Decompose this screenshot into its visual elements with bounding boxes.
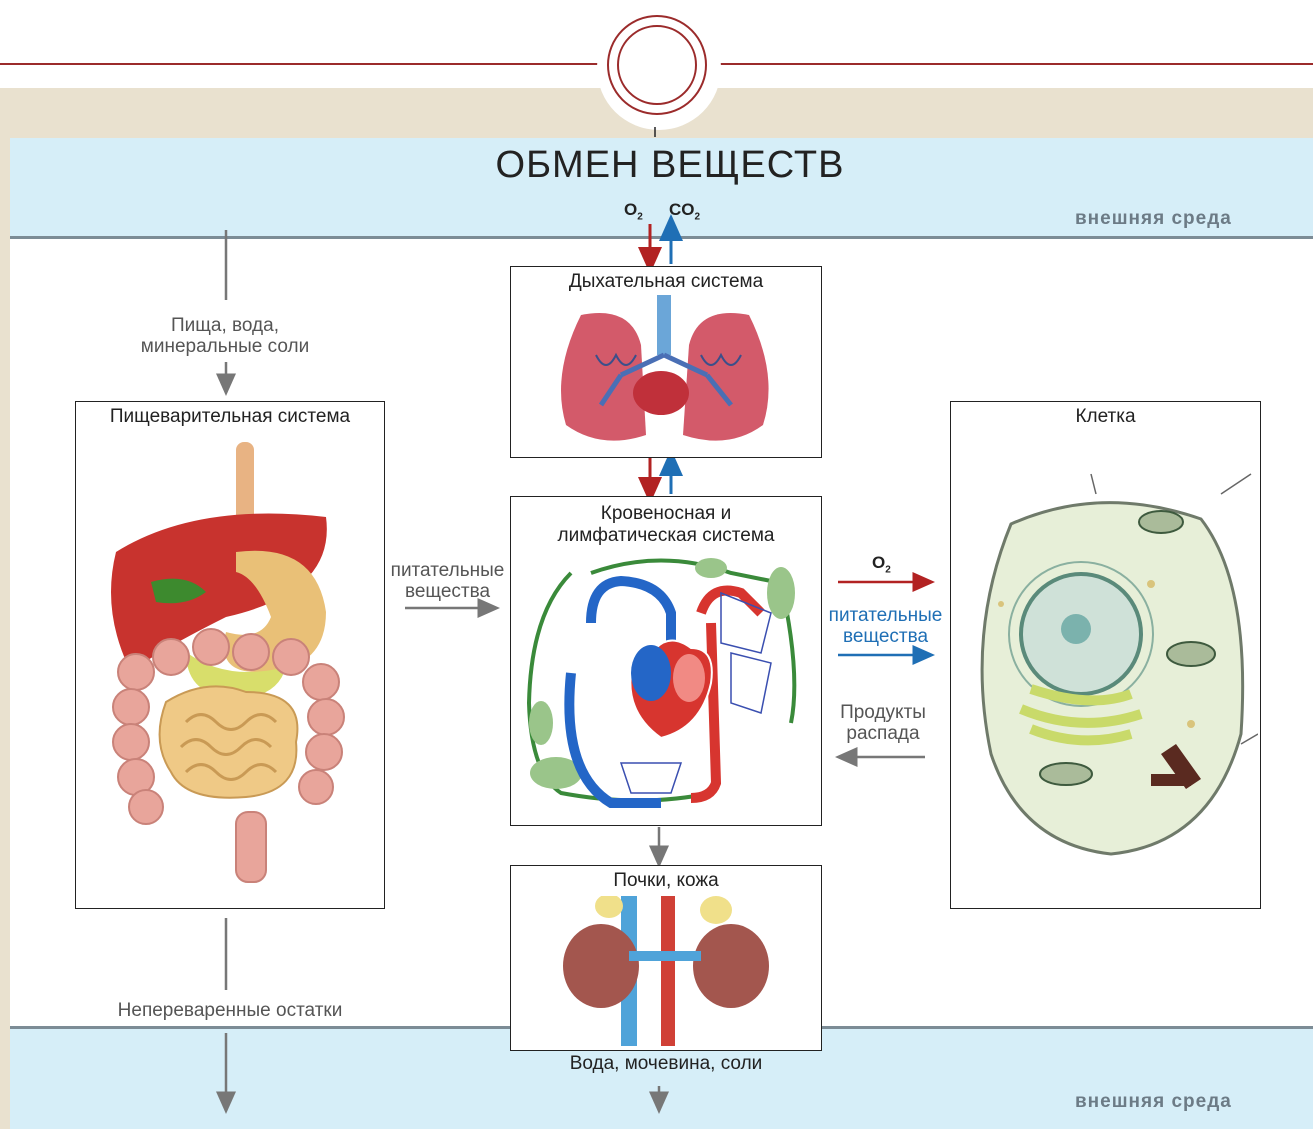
- kidneys-illustration: [511, 896, 819, 1046]
- respiratory-system-box: Дыхательная система: [510, 266, 822, 458]
- excretory-output-label: Вода, мочевина, соли: [510, 1053, 822, 1075]
- heart-vessels-illustration: [511, 553, 819, 823]
- digestive-organs-illustration: [76, 442, 382, 902]
- excretory-system-box: Почки, кожа: [510, 865, 822, 1051]
- respiratory-system-title: Дыхательная система: [511, 271, 821, 293]
- cell-o2-label: O2: [872, 553, 891, 575]
- excretory-system-title: Почки, кожа: [511, 870, 821, 892]
- digestive-system-title: Пищеварительная система: [76, 406, 384, 428]
- cell-box: Клетка: [950, 401, 1261, 909]
- lungs-illustration: [511, 295, 819, 455]
- digestive-system-box: Пищеварительная система: [75, 401, 385, 909]
- undigested-label: Непереваренные остатки: [90, 1000, 370, 1021]
- cell-title: Клетка: [951, 406, 1260, 428]
- cell-illustration: [951, 434, 1258, 904]
- food-input-label: Пища, вода,минеральные соли: [105, 315, 345, 357]
